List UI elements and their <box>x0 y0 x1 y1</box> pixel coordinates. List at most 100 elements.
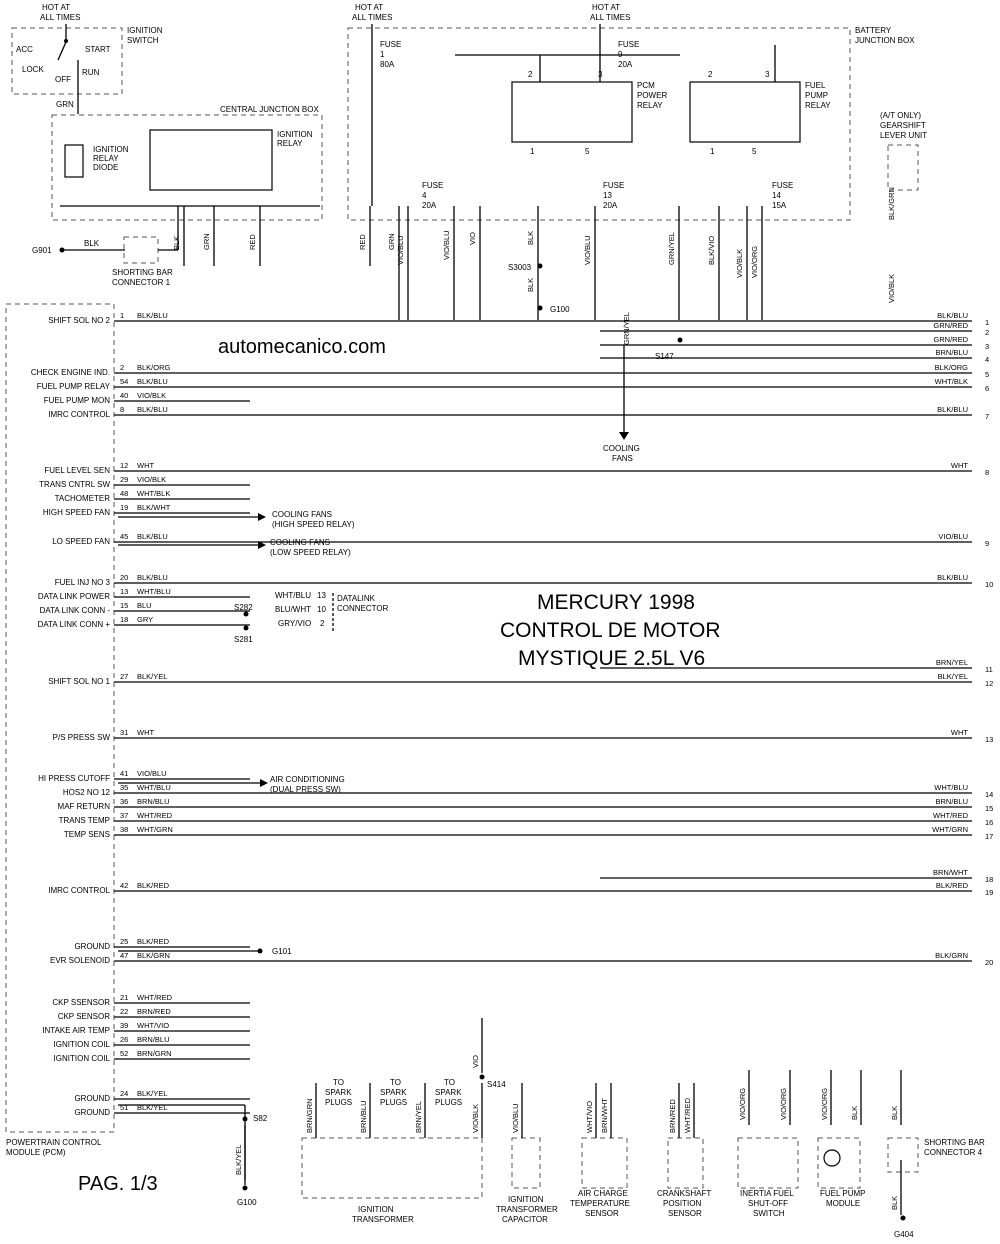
pcm-pin-label: TRANS CNTRL SW <box>39 480 110 489</box>
pcm-pin-number: 1 <box>120 311 124 320</box>
wire-color-label: VIO/ORG <box>820 1088 829 1120</box>
pcm-pin-number: 8 <box>120 405 124 414</box>
svg-text:(HIGH SPEED RELAY): (HIGH SPEED RELAY) <box>272 520 355 529</box>
svg-text:AIR CHARGE: AIR CHARGE <box>578 1189 628 1198</box>
svg-text:TRANSFORMER: TRANSFORMER <box>496 1205 558 1214</box>
splice-label: S3003 <box>508 263 532 272</box>
svg-text:RUN: RUN <box>82 68 100 77</box>
svg-text:4: 4 <box>422 191 427 200</box>
svg-text:CONNECTOR 1: CONNECTOR 1 <box>112 278 171 287</box>
svg-text:RELAY: RELAY <box>637 101 663 110</box>
wire-color-left: BLK/RED <box>137 881 170 890</box>
svg-text:G901: G901 <box>32 246 52 255</box>
svg-text:S82: S82 <box>253 1114 268 1123</box>
svg-text:FUSE: FUSE <box>422 181 443 190</box>
svg-text:CRANKSHAFT: CRANKSHAFT <box>657 1189 711 1198</box>
svg-text:S147: S147 <box>655 352 674 361</box>
svg-text:2: 2 <box>320 619 325 628</box>
svg-text:SHORTING BAR: SHORTING BAR <box>924 1138 985 1147</box>
pcm-pin-label: FUEL PUMP RELAY <box>37 382 111 391</box>
svg-text:RELAY: RELAY <box>93 154 119 163</box>
pcm-pin-number: 25 <box>120 937 128 946</box>
svg-text:(LOW SPEED RELAY): (LOW SPEED RELAY) <box>270 548 351 557</box>
wire-color-label: BLK/YEL <box>234 1145 243 1175</box>
pcm-pin-label: HOS2 NO 12 <box>63 788 111 797</box>
svg-text:SWITCH: SWITCH <box>127 36 159 45</box>
svg-text:MODULE (PCM): MODULE (PCM) <box>6 1148 66 1157</box>
wire-color-right: BLK/GRN <box>935 951 968 960</box>
continuation-number: 3 <box>985 342 989 351</box>
svg-text:ALL TIMES: ALL TIMES <box>352 13 392 22</box>
wire-color-left: BLU <box>137 601 152 610</box>
svg-text:PLUGS: PLUGS <box>435 1098 462 1107</box>
continuation-number: 2 <box>985 328 989 337</box>
svg-text:GRY/VIO: GRY/VIO <box>278 619 311 628</box>
mid-annotations: COOLING FANS (HIGH SPEED RELAY) COOLING … <box>118 510 506 1207</box>
svg-text:LEVER UNIT: LEVER UNIT <box>880 131 927 140</box>
wire-color-right: BLK/BLU <box>937 311 968 320</box>
svg-text:DATALINK: DATALINK <box>337 594 376 603</box>
bottom-components: IGNITION TRANSFORMER TO SPARK PLUGS TO S… <box>301 1078 985 1239</box>
svg-text:SENSOR: SENSOR <box>585 1209 619 1218</box>
shorting-bar-connector-1: G901 BLK SHORTING BAR CONNECTOR 1 <box>32 206 179 287</box>
svg-text:START: START <box>85 45 111 54</box>
svg-text:FANS: FANS <box>612 454 633 463</box>
svg-text:POWERTRAIN CONTROL: POWERTRAIN CONTROL <box>6 1138 102 1147</box>
wire-color-label: RED <box>248 234 257 250</box>
wire-color-label: WHT/RED <box>683 1097 692 1133</box>
wire-color-label: VIO/BLU <box>511 1103 520 1133</box>
wire-color-left: VIO/BLK <box>137 475 166 484</box>
pcm-pin-label: TRANS TEMP <box>59 816 110 825</box>
pcm-pin-number: 27 <box>120 672 128 681</box>
wire-color-right: WHT/BLK <box>935 377 968 386</box>
svg-text:GEARSHIFT: GEARSHIFT <box>880 121 926 130</box>
pcm-pin-number: 29 <box>120 475 128 484</box>
pcm-pin-number: 37 <box>120 811 128 820</box>
svg-text:SPARK: SPARK <box>435 1088 462 1097</box>
svg-text:INERTIA FUEL: INERTIA FUEL <box>740 1189 794 1198</box>
pcm-pin-number: 24 <box>120 1089 128 1098</box>
page-number: PAG. 1/3 <box>78 1173 158 1195</box>
pcm-row: TRANS CNTRL SW 29 VIO/BLK <box>39 475 250 489</box>
gearshift-lever-unit: (A/T ONLY) GEARSHIFT LEVER UNIT <box>880 111 927 191</box>
pcm-pin-label: DATA LINK POWER <box>38 592 110 601</box>
pcm-pin-number: 45 <box>120 532 128 541</box>
central-junction-box: CENTRAL JUNCTION BOX IGNITION RELAY DIOD… <box>51 105 323 221</box>
wire-color-right: BLK/BLU <box>937 573 968 582</box>
pcm-pin-number: 12 <box>120 461 128 470</box>
wire-color-right: BLK/ORG <box>935 363 969 372</box>
pcm-pin-number: 31 <box>120 728 128 737</box>
wire-color-right: WHT <box>951 461 968 470</box>
wire-color-left: BLK/YEL <box>137 672 167 681</box>
pcm-pin-label: P/S PRESS SW <box>53 733 111 742</box>
svg-text:IGNITION: IGNITION <box>127 26 163 35</box>
wire-color-left: WHT/BLU <box>137 783 171 792</box>
svg-text:HOT AT: HOT AT <box>592 3 620 12</box>
wire-color-label: BLK/GRN <box>887 187 896 220</box>
svg-text:3: 3 <box>765 70 770 79</box>
svg-text:POSITION: POSITION <box>663 1199 701 1208</box>
svg-text:CONNECTOR: CONNECTOR <box>337 604 389 613</box>
wire-color-right: BLK/BLU <box>937 405 968 414</box>
svg-text:COOLING: COOLING <box>603 444 640 453</box>
pcm-pin-label: FUEL LEVEL SEN <box>44 466 110 475</box>
wire-color-label: VIO/BLU <box>442 230 451 260</box>
svg-text:TO: TO <box>333 1078 344 1087</box>
wire-color-left: WHT/BLU <box>137 587 171 596</box>
svg-text:5: 5 <box>585 147 590 156</box>
continuation-number: 13 <box>985 735 993 744</box>
svg-text:SHUT-OFF: SHUT-OFF <box>748 1199 788 1208</box>
continuation-number: 7 <box>985 412 989 421</box>
wire-color-left: BLK/BLU <box>137 405 168 414</box>
svg-text:S282: S282 <box>234 603 253 612</box>
wire-color-right: BRN/YEL <box>936 658 968 667</box>
pcm-pin-number: 48 <box>120 489 128 498</box>
